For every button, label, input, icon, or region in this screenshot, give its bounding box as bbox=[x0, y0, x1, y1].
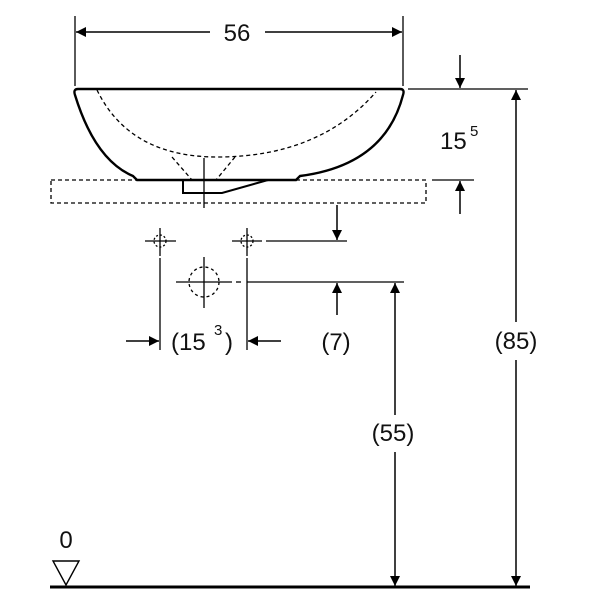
bowl-height-label: 15 bbox=[440, 128, 467, 155]
total-height-label: (85) bbox=[495, 328, 538, 355]
basin-outline bbox=[73, 87, 405, 182]
floor-level-triangle bbox=[51, 560, 81, 587]
outlet-height-label: (55) bbox=[372, 420, 415, 447]
width-label: 56 bbox=[224, 20, 251, 47]
tap-hole-right bbox=[232, 228, 262, 256]
tap-spacing-close: ) bbox=[225, 329, 233, 356]
tap-spacing-label: (15 bbox=[171, 329, 206, 356]
waste-outlet-symbol bbox=[176, 257, 232, 308]
countertop-dashed bbox=[50, 179, 427, 204]
bowl-height-sup: 5 bbox=[470, 123, 478, 140]
tap-hole-left bbox=[145, 228, 176, 256]
tap-offset-label: (7) bbox=[321, 329, 350, 356]
basin-inner-dashed bbox=[96, 89, 377, 158]
drain-outlet bbox=[182, 179, 269, 194]
drain-cone-dashed bbox=[171, 156, 236, 181]
tap-spacing-sup: 3 bbox=[214, 322, 222, 339]
floor-level-label: 0 bbox=[59, 527, 72, 554]
